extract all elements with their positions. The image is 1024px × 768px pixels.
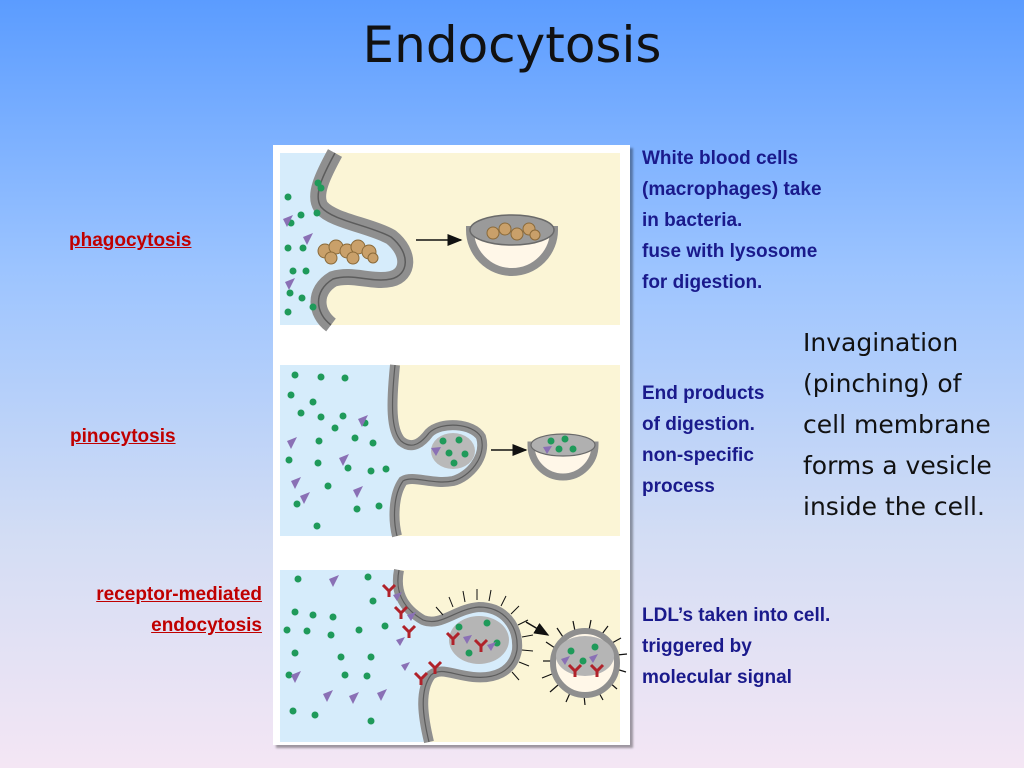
- term-receptor-mediated: receptor-mediated endocytosis: [40, 579, 262, 641]
- coated-pit-particles: [455, 619, 501, 657]
- side-note: Invagination (pinching) of cell membrane…: [803, 322, 1018, 527]
- membrane-outline: [391, 364, 483, 537]
- ldl-particles: [393, 592, 496, 671]
- extracellular-area: [280, 365, 483, 536]
- extracellular-particles: [283, 573, 389, 725]
- term-receptor-line1: receptor-mediated: [96, 584, 262, 605]
- description-receptor-mediated: LDL’s taken into cell. triggered by mole…: [642, 600, 830, 693]
- coated-pit-interior: [449, 616, 509, 664]
- desc-line: fuse with lysosome: [642, 241, 818, 262]
- endocytosis-illustration: [273, 145, 630, 745]
- bacteria-cluster: [317, 239, 379, 265]
- vesicle-particles: [439, 436, 469, 467]
- desc-line: (macrophages) take: [642, 179, 822, 200]
- desc-line: molecular signal: [642, 667, 792, 688]
- pinocytic-vesicle: [527, 433, 599, 481]
- term-phagocytosis: phagocytosis: [69, 230, 192, 251]
- desc-line: of digestion.: [642, 414, 755, 435]
- side-note-line: forms a vesicle: [803, 451, 992, 480]
- side-note-line: Invagination: [803, 328, 959, 357]
- panel-phagocytosis: [280, 149, 620, 332]
- desc-line: triggered by: [642, 636, 752, 657]
- term-receptor-line2: endocytosis: [151, 615, 262, 636]
- desc-line: End products: [642, 383, 765, 404]
- desc-line: for digestion.: [642, 272, 763, 293]
- panel-pinocytosis: [280, 364, 620, 538]
- desc-line: LDL’s taken into cell.: [642, 605, 831, 626]
- description-phagocytosis: White blood cells (macrophages) take in …: [642, 143, 822, 298]
- side-note-line: cell membrane: [803, 410, 991, 439]
- side-note-line: (pinching) of: [803, 369, 962, 398]
- membrane-outline: [397, 569, 518, 743]
- coated-vesicle: [541, 619, 628, 706]
- description-pinocytosis: End products of digestion. non-specific …: [642, 378, 764, 502]
- desc-line: process: [642, 476, 715, 497]
- clathrin-coat: [435, 589, 534, 681]
- desc-line: White blood cells: [642, 148, 799, 169]
- illustration-svg: [280, 149, 628, 744]
- extracellular-particles: [283, 179, 325, 316]
- receptor-icons: [381, 583, 489, 685]
- extracellular-particles: [285, 371, 390, 530]
- desc-line: in bacteria.: [642, 210, 743, 231]
- arrow-icon: [525, 621, 550, 636]
- panel-receptor-mediated: [280, 569, 628, 744]
- desc-line: non-specific: [642, 445, 754, 466]
- slide-title: Endocytosis: [362, 16, 662, 74]
- phagocytic-vesicle: [465, 214, 559, 276]
- side-note-line: inside the cell.: [803, 492, 985, 521]
- membrane-outline: [317, 152, 406, 326]
- term-pinocytosis: pinocytosis: [70, 426, 176, 447]
